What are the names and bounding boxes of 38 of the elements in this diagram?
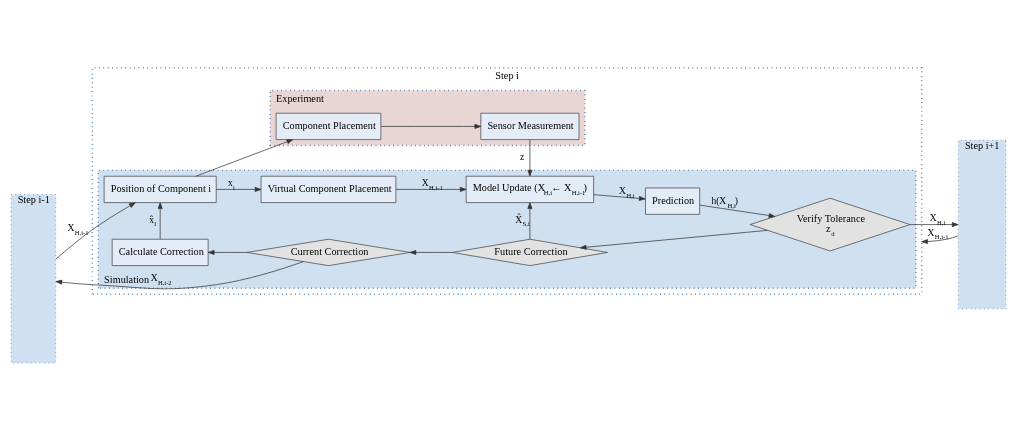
- edge-label: X$_{H,i-1}$: [927, 227, 949, 241]
- node-box: Virtual Component Placement: [260, 175, 397, 203]
- node-box: Sensor Measurement: [480, 112, 580, 140]
- edge-label: x$_{i}$: [227, 178, 235, 191]
- arrow: [207, 250, 248, 255]
- arrow: [527, 139, 533, 177]
- arrow: [395, 187, 467, 192]
- node-box: Position of Component i: [103, 175, 217, 203]
- node-diamond: Verify Tolerance z$_{d}$: [749, 197, 911, 252]
- node-box: Component Placement: [275, 112, 382, 140]
- node-box: Prediction: [645, 187, 701, 215]
- arrow: [195, 139, 294, 177]
- edge-label: x̂$_{i}$: [149, 214, 157, 228]
- edge-label: X$_{H,i-2}$: [150, 273, 172, 286]
- edge-label: X$_{H,i-1}$: [421, 178, 443, 191]
- edge-label: X$_{H,i}$: [929, 213, 946, 226]
- arrow: [157, 202, 163, 240]
- edge-label: X̂$_{S,i}$: [515, 214, 530, 228]
- arrow: [699, 204, 776, 218]
- arrow: [593, 194, 646, 201]
- edge-label: h(X$_{H,i}$): [711, 196, 739, 209]
- node-box: Calculate Correction: [111, 238, 209, 266]
- node-diamond: Current Correction: [246, 238, 411, 266]
- arrow: [579, 230, 768, 250]
- edge-label: X$_{H,i}$: [619, 186, 635, 199]
- node-diamond: Future Correction: [451, 238, 608, 266]
- arrow: [55, 261, 304, 290]
- arrow: [527, 202, 533, 240]
- arrow: [380, 124, 482, 129]
- node-box: Step i-1: [10, 194, 57, 364]
- arrow: [215, 187, 262, 192]
- arrow: [55, 202, 136, 260]
- edge-label: z: [520, 152, 525, 163]
- arrow: [409, 250, 453, 255]
- arrow: [921, 235, 959, 244]
- node-box: Model Update (X$_{H,i}$← X$_{H,i-1}$): [465, 175, 594, 203]
- node-box: Step i+1: [957, 139, 1007, 310]
- edge-label: X$_{H,i-1}$: [67, 223, 89, 236]
